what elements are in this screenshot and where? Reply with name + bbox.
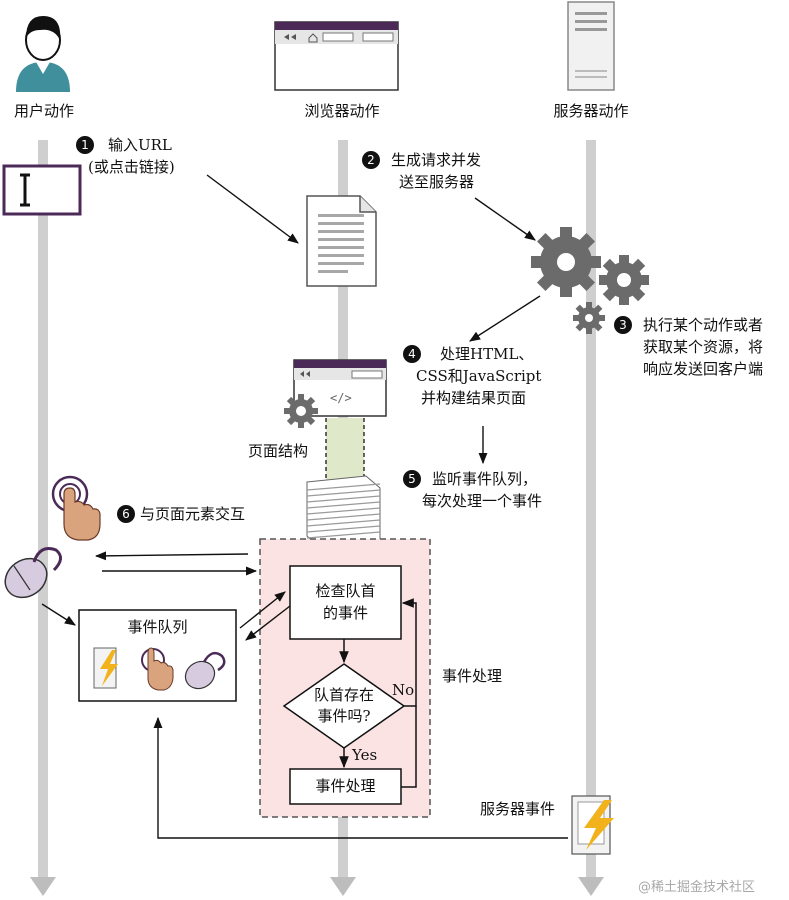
server-tower-icon — [567, 1, 615, 91]
lane-header-user: 用户动作 — [13, 102, 74, 120]
step-5-line-1: 监听事件队列， — [432, 470, 538, 488]
code-tag-label: </> — [330, 391, 352, 405]
server-event-phone-icon — [571, 795, 614, 855]
step-1-line-1: 输入URL — [108, 136, 172, 154]
badge-2-number: 2 — [367, 153, 375, 167]
touch-hand-icon — [51, 475, 101, 541]
queue-touch-icon — [141, 647, 174, 691]
check-queue-line-2: 的事件 — [322, 604, 368, 622]
server-event-label: 服务器事件 — [480, 800, 556, 818]
page-stack-icon — [306, 475, 381, 549]
step-badges — [76, 136, 632, 523]
decision-line-2: 事件吗? — [317, 707, 371, 725]
badge-4-number: 4 — [408, 347, 416, 361]
badge-3-number: 3 — [619, 318, 627, 332]
user-avatar-icon — [16, 16, 70, 92]
badge-5-number: 5 — [408, 472, 416, 486]
process-event-label: 事件处理 — [315, 777, 376, 795]
flow-arrows — [339, 598, 417, 788]
decision-yes-label: Yes — [352, 746, 378, 764]
event-queue-title: 事件队列 — [127, 618, 188, 636]
step-4-line-3: 并构建结果页面 — [421, 389, 527, 407]
lane-axis-user — [30, 140, 56, 896]
browser-window-icon — [274, 21, 399, 91]
step-3-line-1: 执行某个动作或者 — [643, 316, 764, 334]
badge-6-number: 6 — [122, 507, 130, 521]
render-gear-icon — [284, 394, 318, 428]
page-structure-channel — [325, 418, 365, 482]
step-2-line-2: 送至服务器 — [399, 173, 475, 191]
step-2-line-1: 生成请求并发 — [391, 151, 482, 169]
decision-line-1: 队首存在 — [313, 686, 374, 704]
queue-phone-bolt-icon — [93, 647, 118, 689]
request-document-icon — [306, 195, 377, 287]
queue-mouse-icon — [184, 651, 226, 690]
step-6-text: 与页面元素交互 — [140, 505, 246, 523]
lane-header-browser: 浏览器动作 — [304, 102, 380, 120]
watermark-text: @稀土掘金技术社区 — [638, 880, 756, 895]
server-gears-icon — [531, 227, 649, 334]
lane-header-server: 服务器动作 — [553, 102, 629, 120]
step-4-line-1: 处理HTML、 — [440, 345, 534, 363]
step-1-line-2: (或点击链接) — [88, 158, 175, 176]
decision-no-label: No — [392, 681, 415, 699]
check-queue-box — [289, 565, 402, 640]
step-4-line-2: CSS和JavaScript — [416, 367, 542, 385]
mouse-icon — [4, 547, 62, 599]
step-3-line-3: 响应发送回客户端 — [643, 360, 764, 378]
page-structure-label: 页面结构 — [248, 442, 309, 460]
step-3-line-2: 获取某个资源，将 — [643, 338, 764, 356]
check-queue-line-1: 检查队首 — [315, 582, 376, 600]
step-5-line-2: 每次处理一个事件 — [422, 492, 543, 510]
badge-1-number: 1 — [81, 138, 89, 152]
lane-axis-server — [578, 140, 604, 896]
connection-arrows — [41, 174, 568, 839]
process-event-box — [289, 768, 402, 805]
event-handling-label: 事件处理 — [442, 667, 503, 685]
text-input-cursor-icon — [2, 164, 82, 216]
